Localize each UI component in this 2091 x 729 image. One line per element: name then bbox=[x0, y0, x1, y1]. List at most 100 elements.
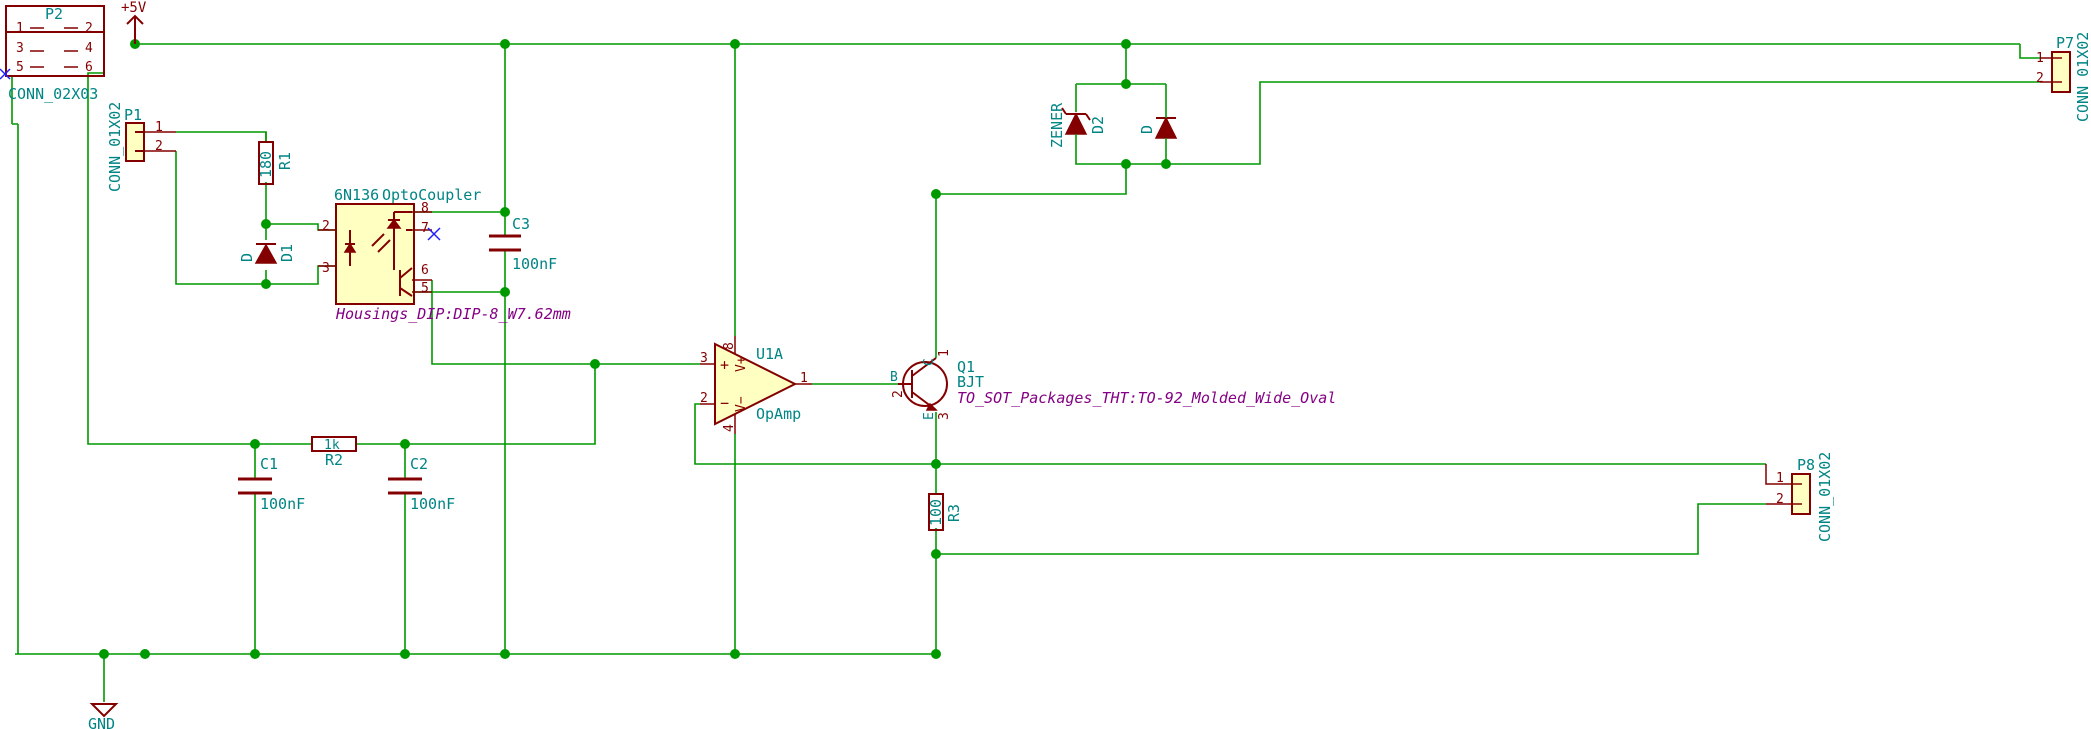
capacitor-c2[interactable]: C2 100nF bbox=[388, 455, 455, 513]
oc-pin2: 2 bbox=[322, 219, 330, 234]
wire-feedback bbox=[694, 403, 1766, 465]
p1-body bbox=[125, 122, 145, 162]
opamp-minus: − bbox=[720, 394, 729, 412]
opamp-vminus: V− bbox=[734, 396, 749, 412]
power-arrow-icon bbox=[126, 14, 144, 44]
connector-p1[interactable]: 1 2 P1 CONN_01X02 bbox=[106, 102, 176, 192]
q1-pin-2: 2 bbox=[891, 390, 906, 398]
oc-pin-lines bbox=[318, 211, 432, 293]
wire-left-vertical bbox=[11, 76, 19, 654]
p7-value: CONN_01X02 bbox=[2074, 32, 2091, 122]
junction-dot bbox=[1121, 79, 1131, 89]
oc-photodiode-leads bbox=[388, 212, 400, 270]
diode-d1[interactable]: D1 D bbox=[238, 243, 296, 264]
wire-oc-pin6 bbox=[431, 280, 595, 365]
power-5v: +5V bbox=[121, 0, 147, 44]
wire-collector-diodes bbox=[936, 164, 1127, 195]
q1-value: BJT bbox=[957, 373, 984, 391]
resistor-r1[interactable]: 180 R1 bbox=[257, 132, 294, 185]
wire-diode-bottom bbox=[1075, 81, 2040, 165]
junction-dot bbox=[500, 207, 510, 217]
c2-value: 100nF bbox=[410, 495, 455, 513]
wire-r2-node bbox=[356, 363, 700, 445]
p2-pin5: 5 bbox=[16, 60, 24, 75]
opamp-pin1: 1 bbox=[800, 371, 808, 386]
oc-pin6: 6 bbox=[421, 263, 429, 278]
c1-value: 100nF bbox=[260, 495, 305, 513]
q1-pin-b: B bbox=[890, 370, 898, 385]
opamp-pin2: 2 bbox=[700, 391, 708, 406]
junction-dot bbox=[590, 359, 600, 369]
p2-ref: P2 bbox=[45, 5, 63, 23]
c2-ref: C2 bbox=[410, 455, 428, 473]
junction-dot bbox=[730, 649, 740, 659]
opamp-pin3: 3 bbox=[700, 351, 708, 366]
no-connect-marker bbox=[0, 68, 11, 80]
resistor-r2[interactable]: 1k R2 bbox=[311, 436, 357, 469]
junction-dot bbox=[931, 549, 941, 559]
p1-pin1: 1 bbox=[155, 120, 163, 135]
p7-ref: P7 bbox=[2056, 34, 2074, 52]
q1-pin-3: 3 bbox=[937, 412, 952, 420]
wire-r3-p8 bbox=[936, 503, 1766, 555]
opamp-triangle bbox=[714, 342, 798, 426]
p8-ref: P8 bbox=[1797, 456, 1815, 474]
capacitor-c1[interactable]: C1 100nF bbox=[238, 455, 305, 513]
opamp-ref: U1A bbox=[756, 345, 783, 363]
capacitor-c3[interactable]: C3 100nF bbox=[489, 215, 557, 273]
q1-pin-e: E bbox=[922, 412, 937, 420]
p8-pin2: 2 bbox=[1776, 492, 1784, 507]
connector-p7[interactable]: 1 2 P7 CONN_01X02 bbox=[2036, 32, 2091, 122]
connector-p8[interactable]: 1 2 P8 CONN_01X02 bbox=[1765, 452, 1834, 542]
p2-pin6: 6 bbox=[85, 60, 93, 75]
junction-dot bbox=[500, 39, 510, 49]
resistor-r3[interactable]: 100 R3 bbox=[927, 493, 963, 531]
oc-transistor-icon bbox=[399, 267, 413, 297]
r1-ref: R1 bbox=[276, 152, 294, 170]
power-5v-label: +5V bbox=[121, 0, 147, 16]
p7-pins bbox=[2040, 57, 2062, 83]
p7-pin1: 1 bbox=[2036, 51, 2044, 66]
diode-d[interactable]: D bbox=[1138, 112, 1178, 142]
junction-dot bbox=[261, 219, 271, 229]
q1-transistor-icon bbox=[898, 357, 937, 411]
oc-light-rays-icon bbox=[371, 233, 391, 253]
junction-dot bbox=[261, 279, 271, 289]
diode-d2-zener[interactable]: ZENER D2 bbox=[1048, 102, 1107, 148]
r3-value: 100 bbox=[927, 499, 945, 526]
d-value: D bbox=[1138, 125, 1156, 134]
p2-pins bbox=[30, 27, 78, 68]
connector-p2[interactable]: 1 2 3 4 5 6 P2 CONN_02X03 bbox=[0, 5, 105, 103]
opamp-plus: + bbox=[720, 356, 729, 374]
c1-ref: C1 bbox=[260, 455, 278, 473]
junctions bbox=[99, 39, 1171, 659]
c3-plates bbox=[489, 234, 521, 252]
q1-footprint: TO_SOT_Packages_THT:TO-92_Molded_Wide_Ov… bbox=[957, 389, 1336, 407]
r2-body bbox=[311, 436, 357, 452]
transistor-q1[interactable]: B C E 1 2 3 Q1 BJT TO_SOT_Packages_THT:T… bbox=[890, 349, 1336, 420]
p2-pin2: 2 bbox=[85, 21, 93, 36]
junction-dot bbox=[730, 39, 740, 49]
d2-value: ZENER bbox=[1048, 102, 1066, 148]
opamp-pin8: 8 bbox=[722, 342, 737, 350]
p1-pin2: 2 bbox=[155, 139, 163, 154]
d2-zener-bar bbox=[1061, 107, 1091, 121]
oc-footprint: Housings_DIP:DIP-8_W7.62mm bbox=[335, 305, 571, 323]
opamp-u1a[interactable]: 3 2 1 8 4 + − V+ V− U1A OpAmp bbox=[700, 336, 812, 434]
q1-emitter-arrow-icon bbox=[925, 402, 938, 411]
no-connect-marker bbox=[427, 227, 441, 241]
r1-body bbox=[258, 141, 274, 185]
r3-ref: R3 bbox=[945, 504, 963, 522]
q1-pin-c: C bbox=[922, 358, 937, 366]
oc-pin7: 7 bbox=[421, 221, 429, 236]
ground-icon bbox=[89, 703, 119, 718]
junction-dot bbox=[1161, 159, 1171, 169]
wire-p2-r2 bbox=[87, 72, 312, 445]
gnd-label: GND bbox=[88, 715, 115, 729]
p8-pins bbox=[1765, 464, 1802, 505]
wire-5v-rail bbox=[135, 43, 2040, 59]
junction-dot bbox=[500, 287, 510, 297]
c3-ref: C3 bbox=[512, 215, 530, 233]
p1-value: CONN_01X02 bbox=[106, 102, 124, 192]
optocoupler-6n136[interactable]: 2 3 8 7 6 5 6N136 OptoCoupler Housings_D… bbox=[318, 186, 571, 323]
